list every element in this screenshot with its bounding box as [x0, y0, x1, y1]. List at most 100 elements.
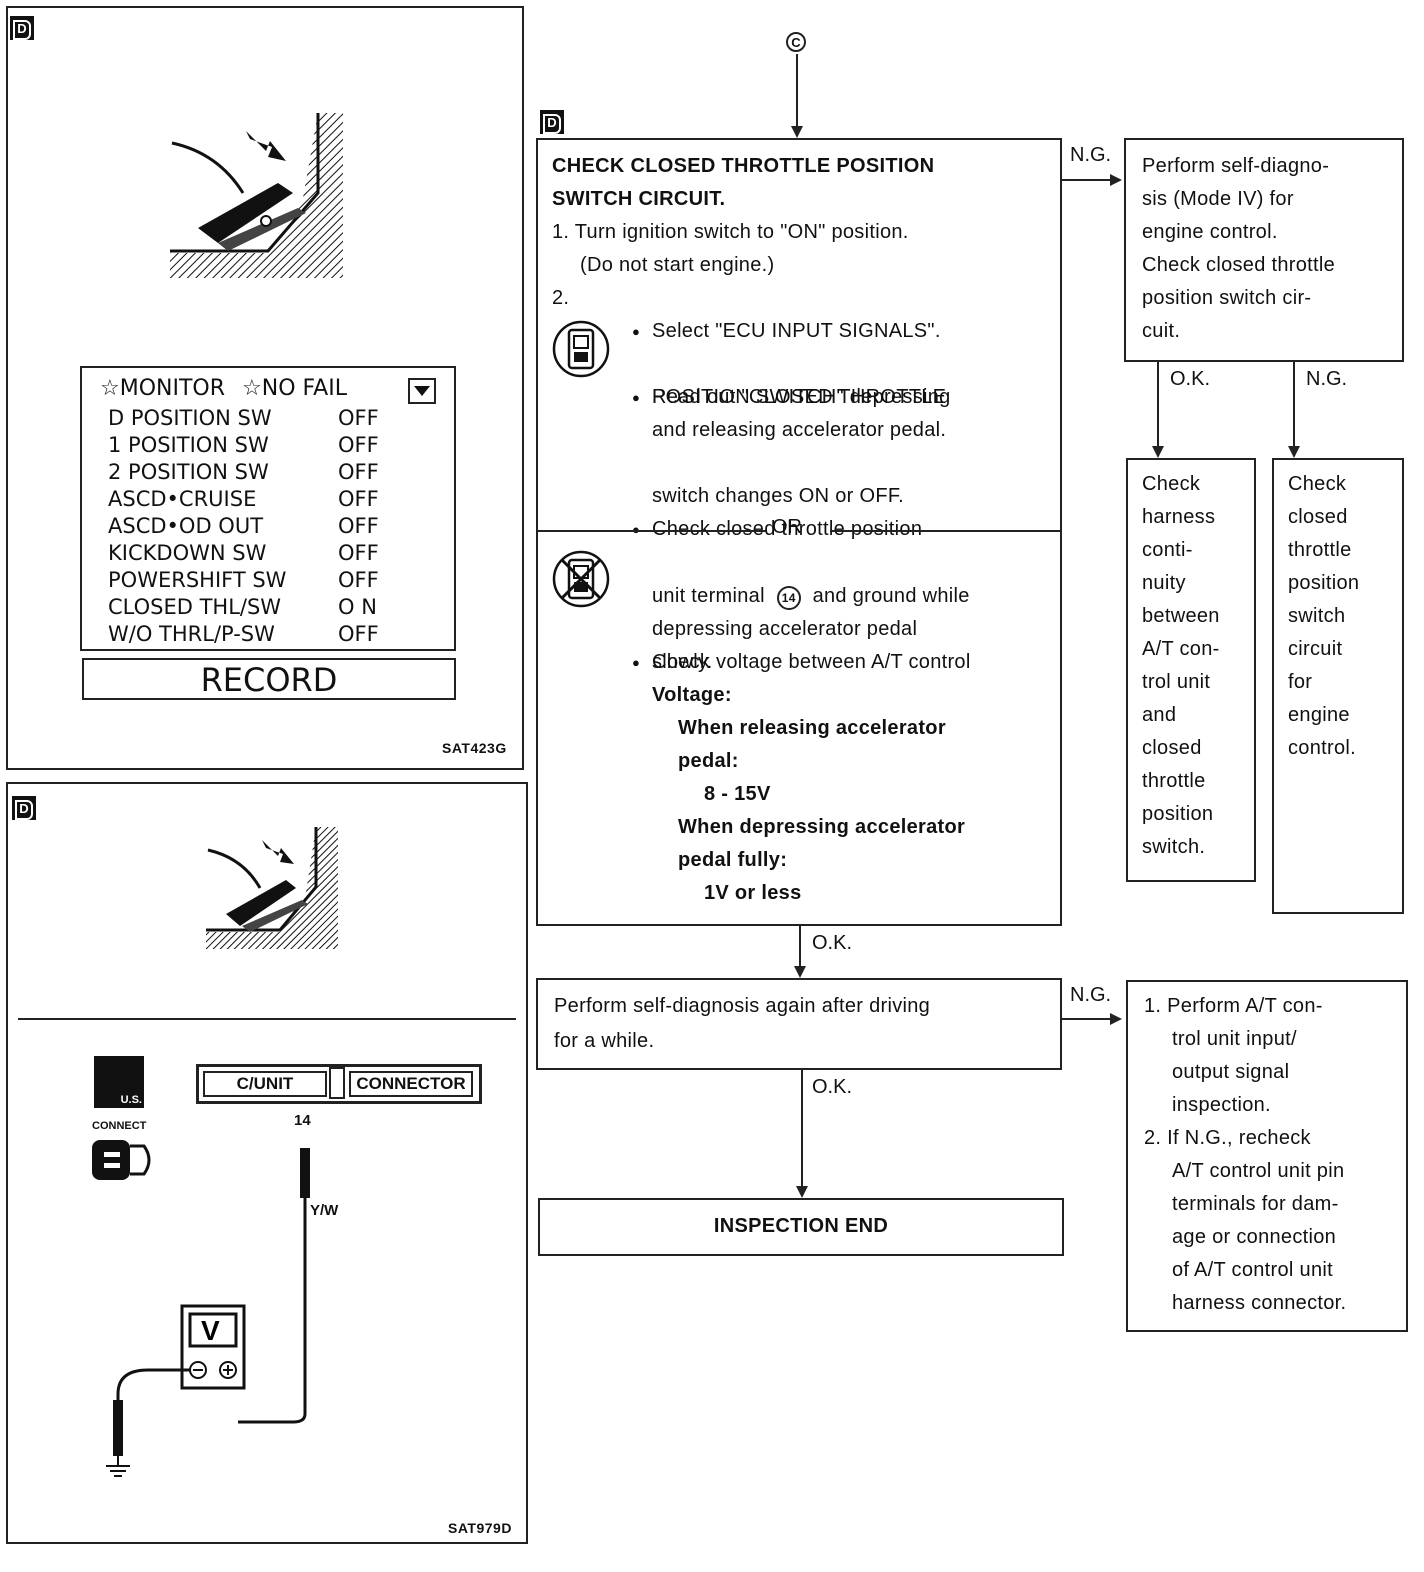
box-line: conti-: [1142, 539, 1193, 561]
box-line: and: [1142, 704, 1177, 726]
ng-label: N.G.: [1070, 984, 1112, 1006]
box-line: engine control.: [1142, 221, 1278, 243]
accelerator-pedal-illustration: [206, 827, 338, 949]
spec-condition: When releasing accelerator: [678, 717, 946, 739]
instruction-bullet: Check closed throttle position: [632, 513, 1174, 546]
flow-arrow: [796, 1186, 808, 1198]
box-line: trol unit: [1142, 671, 1211, 693]
instruction-text: slowly.: [652, 651, 713, 673]
box-line: Perform self-diagnosis again after drivi…: [554, 995, 931, 1017]
box-line: of A/T control unit: [1172, 1259, 1333, 1281]
check-closed-throttle-circuit-box: Check closed throttle position switch ci…: [1272, 458, 1404, 914]
flow-arrow: [1288, 446, 1300, 458]
box-line: for a while.: [554, 1030, 655, 1052]
monitor-row-label: ASCD•OD OUT: [108, 514, 264, 538]
check-throttle-switch-box: CHECK CLOSED THROTTLE POSITION SWITCH CI…: [536, 138, 1062, 926]
voltmeter-circuit: V: [106, 1148, 310, 1477]
box-line: Perform self-diagno-: [1142, 155, 1330, 177]
instruction-text: depressing accelerator pedal: [652, 618, 918, 640]
box-line: cuit.: [1142, 320, 1181, 342]
flow-line: [799, 926, 801, 968]
box-title: CHECK CLOSED THROTTLE POSITION: [552, 155, 935, 177]
monitor-row-label: CLOSED THL/SW: [108, 595, 282, 619]
monitor-row-label: W/O THRL/P-SW: [108, 622, 275, 646]
monitor-row-label: KICKDOWN SW: [108, 541, 267, 565]
box-line: throttle: [1288, 539, 1352, 561]
flow-line: [1293, 362, 1295, 448]
flow-line: [1062, 179, 1112, 181]
flow-line: [801, 1070, 803, 1188]
connector-c-unit-label: C/UNIT: [203, 1071, 327, 1097]
divider: [18, 1018, 516, 1020]
box-line: for: [1288, 671, 1313, 693]
flow-line: [796, 54, 798, 128]
box-line: circuit: [1288, 638, 1343, 660]
spec-value: 1V or less: [704, 882, 802, 904]
voltmeter-label: V: [201, 1315, 220, 1346]
monitor-row-value: OFF: [338, 622, 379, 646]
flow-line: [1157, 362, 1159, 448]
box-line: output signal: [1172, 1061, 1290, 1083]
box-line: 2. If N.G., recheck: [1144, 1127, 1311, 1149]
control-unit-signal-inspection-box: 1. Perform A/T con- trol unit input/ out…: [1126, 980, 1408, 1332]
box-line: age or connection: [1172, 1226, 1337, 1248]
or-divider: [830, 530, 1060, 532]
panel-tag-d: D: [12, 796, 36, 820]
box-line: switch.: [1142, 836, 1206, 858]
instruction-text: POSITION SWITCH" depressing: [652, 386, 951, 408]
monitor-row-value: OFF: [338, 487, 379, 511]
spec-value: 8 - 15V: [704, 783, 771, 805]
star-icon: ☆: [100, 376, 120, 401]
box-line: harness: [1142, 506, 1216, 528]
box-line: closed: [1142, 737, 1202, 759]
flow-line: [1062, 1018, 1112, 1020]
data-monitor-screen: ☆MONITOR ☆NO FAIL D POSITION SW OFF 1 PO…: [80, 366, 456, 651]
figure-code: SAT423G: [442, 740, 507, 756]
flow-tag-d: D: [540, 110, 564, 134]
box-line: 1. Perform A/T con-: [1144, 995, 1323, 1017]
box-line: position: [1288, 572, 1360, 594]
record-button[interactable]: RECORD: [82, 658, 456, 700]
instruction-bullet: Select "ECU INPUT SIGNALS".: [632, 315, 1174, 348]
flow-arrow: [1110, 1013, 1122, 1025]
connect-label: CONNECT: [92, 1120, 147, 1132]
monitor-row-value: OFF: [338, 541, 379, 565]
box-line: throttle: [1142, 770, 1206, 792]
monitor-row-label: 1 POSITION SW: [108, 433, 269, 457]
box-line: between: [1142, 605, 1220, 627]
box-line: harness connector.: [1172, 1292, 1347, 1314]
pin-number: 14: [294, 1112, 311, 1129]
instruction-text: and releasing accelerator pedal.: [652, 419, 947, 441]
control-unit-connector: C/UNIT CONNECTOR: [196, 1064, 482, 1104]
box-line: switch: [1288, 605, 1346, 627]
scroll-down-icon: [408, 378, 436, 404]
monitor-row-value: O N: [338, 595, 377, 619]
box-line: engine: [1288, 704, 1350, 726]
ng-label: N.G.: [1306, 368, 1348, 390]
instruction-text: switch changes ON or OFF.: [652, 485, 905, 507]
self-diagnosis-mode-iv-box: Perform self-diagno- sis (Mode IV) for e…: [1124, 138, 1404, 362]
bottom-illustration-panel: D U.S. CONNECT C/UNIT CONNECTOR 14 Y/W: [6, 782, 528, 1544]
panel-tag-d: D: [10, 16, 34, 40]
ok-label: O.K.: [812, 1076, 853, 1098]
spec-condition: pedal:: [678, 750, 739, 772]
ok-label: O.K.: [812, 932, 853, 954]
box-line: position: [1142, 803, 1214, 825]
instruction-bullet: Read out "CLOSED THROTTLE: [632, 381, 1174, 414]
box-line: A/T control unit pin: [1172, 1160, 1345, 1182]
monitor-row-value: OFF: [338, 406, 379, 430]
box-line: trol unit input/: [1172, 1028, 1297, 1050]
box-line: Check: [1142, 473, 1201, 495]
flow-arrow: [791, 126, 803, 138]
flow-arrow: [1152, 446, 1164, 458]
check-harness-box: Check harness conti- nuity between A/T c…: [1126, 458, 1256, 882]
monitor-row-label: 2 POSITION SW: [108, 460, 269, 484]
us-model-icon: U.S.: [94, 1056, 144, 1108]
step-text: 1. Turn ignition switch to "ON" position…: [552, 221, 909, 243]
terminal-14-badge: 14: [776, 586, 801, 610]
step-text: (Do not start engine.): [580, 254, 775, 276]
monitor-row-value: OFF: [338, 514, 379, 538]
spec-condition: pedal fully:: [678, 849, 788, 871]
step-text: 2.: [552, 287, 570, 309]
entry-connector-c: C: [786, 32, 806, 52]
